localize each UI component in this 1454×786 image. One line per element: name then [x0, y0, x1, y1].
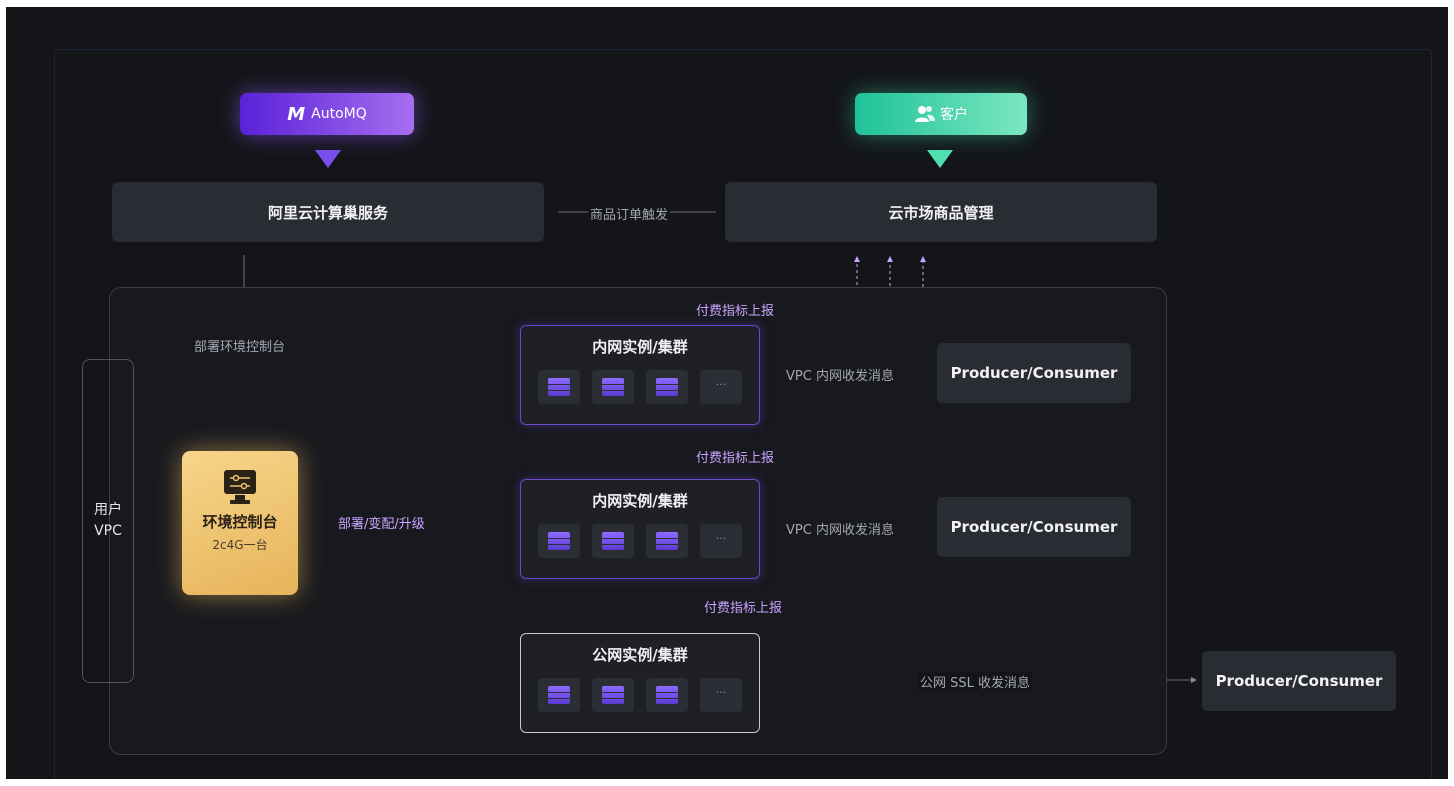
- server-icon: [656, 686, 678, 704]
- console-monitor-icon: [224, 470, 256, 504]
- server-icon: [602, 532, 624, 550]
- automq-logo-icon: M: [287, 103, 306, 125]
- vpc-line1: 用户: [94, 502, 122, 518]
- server-node: [592, 524, 634, 558]
- server-icon: [656, 378, 678, 396]
- users-icon: [915, 106, 935, 122]
- cluster-internal-1: 内网实例/集群 ···: [520, 325, 760, 425]
- producer-consumer-label: Producer/Consumer: [1215, 672, 1383, 690]
- billing-report-label-1: 付费指标上报: [694, 300, 777, 319]
- server-icon: [548, 686, 570, 704]
- vpc-line2: VPC: [94, 523, 122, 539]
- server-icon: [548, 532, 570, 550]
- cluster-public: 公网实例/集群 ···: [520, 633, 760, 733]
- diagram-canvas: M AutoMQ 客户 阿里云计算巢服务 商品订单触发 云市场商品管理 用户 V…: [6, 7, 1448, 779]
- cluster-title: 内网实例/集群: [592, 338, 688, 356]
- more-dots: ···: [715, 378, 727, 391]
- billing-report-label-2: 付费指标上报: [694, 447, 777, 466]
- more-nodes: ···: [700, 678, 742, 712]
- server-node: [538, 678, 580, 712]
- automq-label: AutoMQ: [311, 106, 367, 122]
- deploy-console-label: 部署环境控制台: [192, 336, 288, 355]
- cluster-internal-2: 内网实例/集群 ···: [520, 479, 760, 579]
- automq-badge: M AutoMQ: [240, 93, 414, 135]
- billing-report-label-3: 付费指标上报: [702, 597, 785, 616]
- vpc-internal-msg-label-2: VPC 内网收发消息: [784, 519, 896, 538]
- aliyun-service-label: 阿里云计算巢服务: [267, 203, 388, 222]
- customer-label: 客户: [940, 107, 968, 123]
- producer-consumer-label: Producer/Consumer: [950, 518, 1118, 536]
- automq-down-arrow-icon: [315, 150, 341, 168]
- market-management-box: 云市场商品管理: [725, 182, 1157, 242]
- deploy-change-upgrade-label: 部署/变配/升级: [336, 513, 427, 532]
- server-node: [646, 370, 688, 404]
- more-dots: ···: [715, 532, 727, 545]
- aliyun-service-box: 阿里云计算巢服务: [112, 182, 544, 242]
- more-nodes: ···: [700, 524, 742, 558]
- server-node: [592, 678, 634, 712]
- server-node: [646, 678, 688, 712]
- console-subtitle: 2c4G一台: [212, 538, 268, 552]
- public-ssl-msg-label: 公网 SSL 收发消息: [918, 672, 1033, 691]
- vpc-internal-msg-label-1: VPC 内网收发消息: [784, 365, 896, 384]
- server-icon: [602, 686, 624, 704]
- user-vpc-label: 用户 VPC: [82, 359, 134, 683]
- environment-console-card: 环境控制台 2c4G一台: [182, 451, 298, 595]
- customer-badge: 客户: [855, 93, 1027, 135]
- console-title: 环境控制台: [202, 513, 278, 531]
- producer-consumer-box-1: Producer/Consumer: [937, 343, 1131, 403]
- server-icon: [656, 532, 678, 550]
- order-trigger-label: 商品订单触发: [588, 204, 671, 223]
- server-node: [538, 370, 580, 404]
- more-dots: ···: [715, 686, 727, 699]
- server-node: [538, 524, 580, 558]
- cluster-title: 内网实例/集群: [592, 492, 688, 510]
- producer-consumer-label: Producer/Consumer: [950, 364, 1118, 382]
- server-node: [592, 370, 634, 404]
- server-icon: [602, 378, 624, 396]
- customer-down-arrow-icon: [927, 150, 953, 168]
- market-management-label: 云市场商品管理: [888, 203, 994, 222]
- more-nodes: ···: [700, 370, 742, 404]
- producer-consumer-box-2: Producer/Consumer: [937, 497, 1131, 557]
- cluster-title: 公网实例/集群: [592, 646, 688, 664]
- outer-frame: [54, 49, 1432, 779]
- server-icon: [548, 378, 570, 396]
- server-node: [646, 524, 688, 558]
- producer-consumer-box-3: Producer/Consumer: [1202, 651, 1396, 711]
